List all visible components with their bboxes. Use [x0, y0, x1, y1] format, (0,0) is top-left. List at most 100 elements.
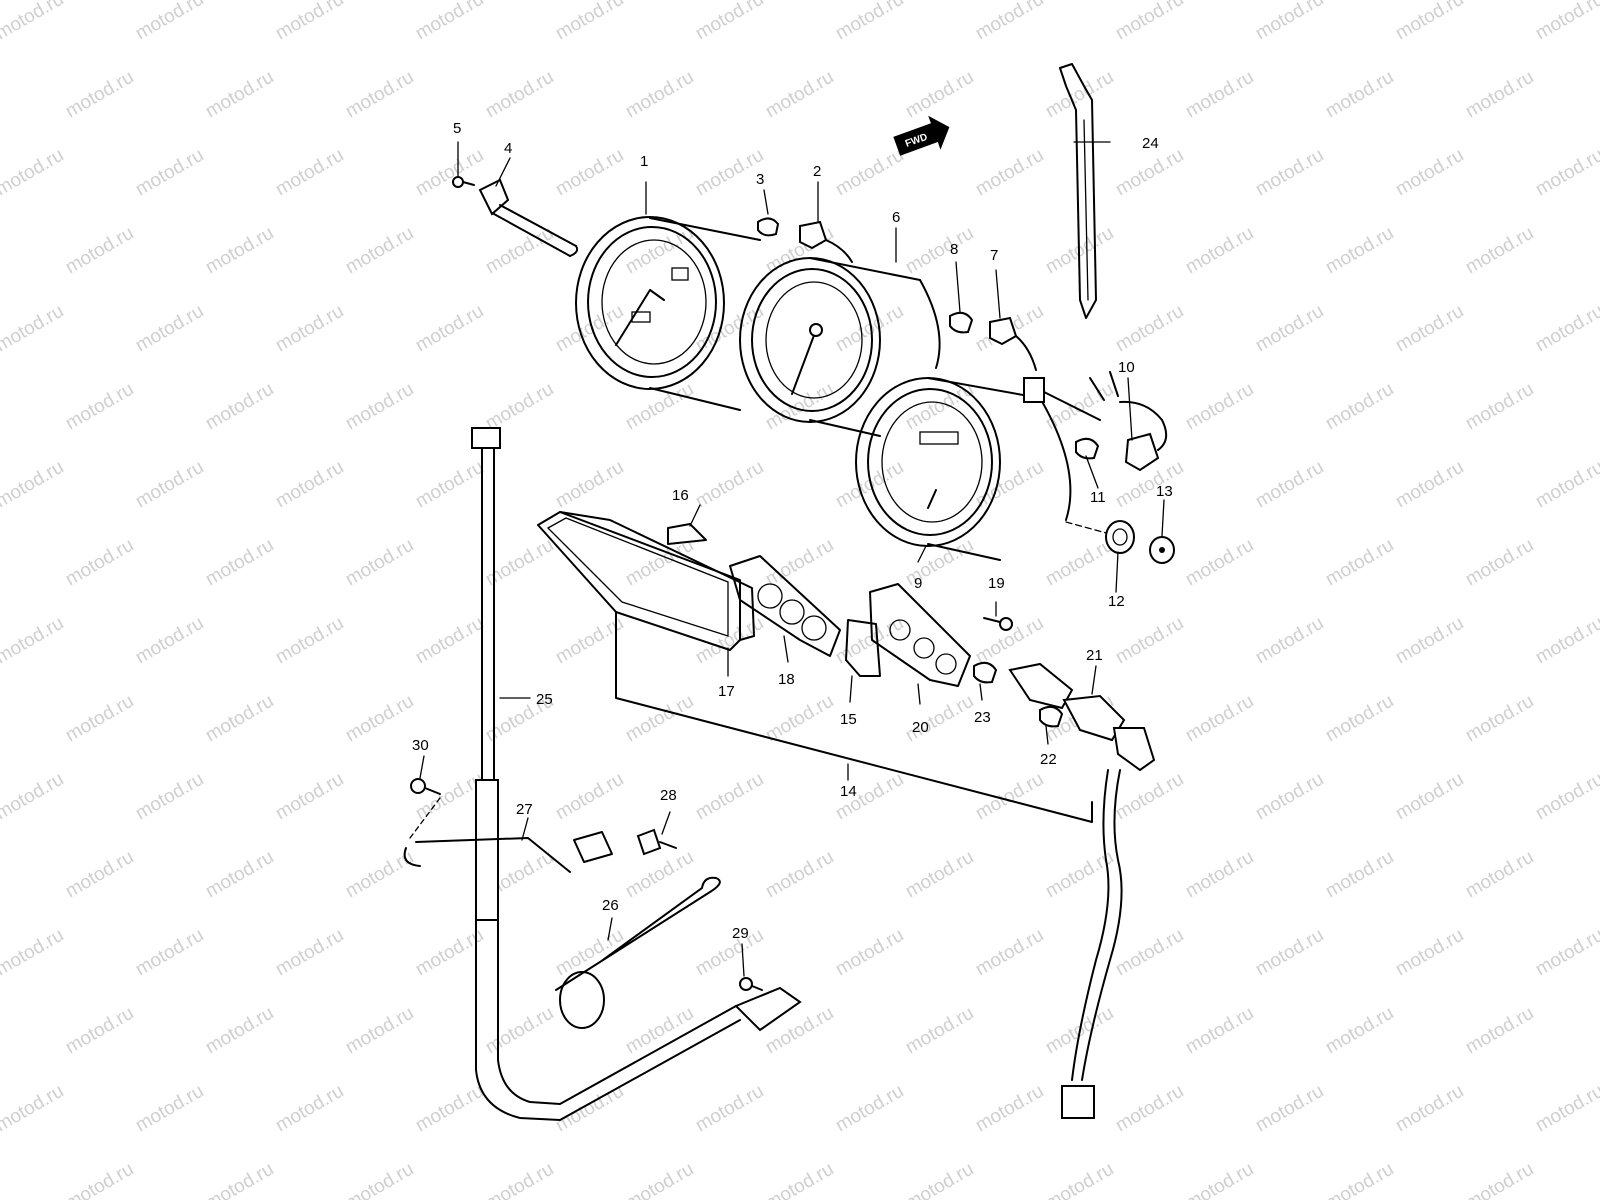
- watermark-text: motod.ru: [272, 769, 347, 825]
- watermark-text: motod.ru: [1322, 1159, 1397, 1200]
- watermark-text: motod.ru: [412, 613, 487, 669]
- watermark-text: motod.ru: [1532, 1081, 1600, 1137]
- bulb-part-22: [1039, 705, 1064, 728]
- part-label-29: 29: [732, 925, 749, 942]
- watermark-text: motod.ru: [412, 1081, 487, 1137]
- watermark-text: motod.ru: [832, 0, 907, 44]
- watermark-text: motod.ru: [1462, 1003, 1537, 1059]
- watermark-text: motod.ru: [202, 379, 277, 435]
- watermark-text: motod.ru: [1392, 613, 1467, 669]
- watermark-text: motod.ru: [622, 1159, 697, 1200]
- watermark-text: motod.ru: [902, 223, 977, 279]
- watermark-text: motod.ru: [1392, 925, 1467, 981]
- watermark-text: motod.ru: [1112, 1081, 1187, 1137]
- watermark-text: motod.ru: [1182, 379, 1257, 435]
- part-label-12: 12: [1108, 593, 1125, 610]
- watermark-text: motod.ru: [1392, 769, 1467, 825]
- watermark-text: motod.ru: [552, 301, 627, 357]
- watermark-text: motod.ru: [1462, 847, 1537, 903]
- watermark-text: motod.ru: [1532, 925, 1600, 981]
- watermark-text: motod.ru: [412, 457, 487, 513]
- watermark-text: motod.ru: [272, 1081, 347, 1137]
- watermark-text: motod.ru: [1112, 769, 1187, 825]
- watermark-text: motod.ru: [1252, 769, 1327, 825]
- watermark-text: motod.ru: [62, 379, 137, 435]
- watermark-text: motod.ru: [1252, 925, 1327, 981]
- watermark-text: motod.ru: [762, 847, 837, 903]
- watermark-text: motod.ru: [342, 535, 417, 591]
- watermark-text: motod.ru: [1392, 301, 1467, 357]
- lens-holder-part-18: [729, 555, 841, 657]
- watermark-text: motod.ru: [1322, 1003, 1397, 1059]
- bracket-part-20: [869, 583, 971, 687]
- watermark-text: motod.ru: [1462, 691, 1537, 747]
- watermark-text: motod.ru: [1392, 457, 1467, 513]
- watermark-text: motod.ru: [0, 457, 67, 513]
- watermark-text: motod.ru: [342, 223, 417, 279]
- watermark-text: motod.ru: [832, 925, 907, 981]
- part-label-2: 2: [813, 163, 821, 180]
- watermark-text: motod.ru: [972, 145, 1047, 201]
- part-label-23: 23: [974, 709, 991, 726]
- watermark-text: motod.ru: [902, 847, 977, 903]
- watermark-text: motod.ru: [762, 535, 837, 591]
- watermark-text: motod.ru: [412, 0, 487, 44]
- watermark-text: motod.ru: [1182, 1159, 1257, 1200]
- watermark-text: motod.ru: [692, 0, 767, 44]
- watermark-text: motod.ru: [0, 613, 67, 669]
- watermark-text: motod.ru: [62, 67, 137, 123]
- watermark-text: motod.ru: [692, 457, 767, 513]
- watermark-text: motod.ru: [132, 1081, 207, 1137]
- watermark-text: motod.ru: [552, 769, 627, 825]
- watermark-text: motod.ru: [202, 67, 277, 123]
- part-label-21: 21: [1086, 647, 1103, 664]
- watermark-text: motod.ru: [62, 223, 137, 279]
- watermark-text: motod.ru: [1322, 535, 1397, 591]
- grommet-part-12: [1105, 520, 1135, 554]
- watermark-text: motod.ru: [1462, 535, 1537, 591]
- watermark-text: motod.ru: [692, 769, 767, 825]
- screw-part-19: [983, 617, 1013, 631]
- watermark-text: motod.ru: [62, 847, 137, 903]
- clip-part-16: [667, 523, 707, 545]
- watermark-text: motod.ru: [622, 691, 697, 747]
- watermark-text: motod.ru: [1252, 301, 1327, 357]
- gauge-part-9: [855, 377, 1111, 561]
- watermark-text: motod.ru: [1322, 67, 1397, 123]
- watermark-text: motod.ru: [132, 301, 207, 357]
- watermark-text: motod.ru: [1532, 613, 1600, 669]
- watermark-text: motod.ru: [762, 67, 837, 123]
- watermark-text: motod.ru: [62, 1159, 137, 1200]
- watermark-text: motod.ru: [902, 1159, 977, 1200]
- part-label-25: 25: [536, 691, 553, 708]
- watermark-text: motod.ru: [1112, 0, 1187, 44]
- washer-part-13: [1149, 536, 1175, 564]
- watermark-text: motod.ru: [622, 67, 697, 123]
- watermark-text: motod.ru: [972, 925, 1047, 981]
- watermark-text: motod.ru: [132, 613, 207, 669]
- watermark-text: motod.ru: [202, 691, 277, 747]
- part-label-20: 20: [912, 719, 929, 736]
- watermark-text: motod.ru: [272, 301, 347, 357]
- watermark-text: motod.ru: [1462, 223, 1537, 279]
- watermark-text: motod.ru: [622, 847, 697, 903]
- watermark-text: motod.ru: [0, 925, 67, 981]
- wiring-connector-part-10: [1023, 371, 1168, 472]
- part-label-10: 10: [1118, 359, 1135, 376]
- watermark-text: motod.ru: [902, 1003, 977, 1059]
- fwd-arrow-icon: FWD: [893, 115, 950, 156]
- watermark-text: motod.ru: [972, 0, 1047, 44]
- part-label-7: 7: [990, 247, 998, 264]
- watermark-text: motod.ru: [1532, 301, 1600, 357]
- watermark-text: motod.ru: [1252, 1081, 1327, 1137]
- part-label-26: 26: [602, 897, 619, 914]
- part-label-18: 18: [778, 671, 795, 688]
- watermark-text: motod.ru: [202, 1159, 277, 1200]
- screw-part-29: [739, 977, 763, 991]
- leader-lines: [419, 141, 1165, 977]
- watermark-text: motod.ru: [1182, 223, 1257, 279]
- part-label-8: 8: [950, 241, 958, 258]
- bulb-part-3: [757, 217, 780, 237]
